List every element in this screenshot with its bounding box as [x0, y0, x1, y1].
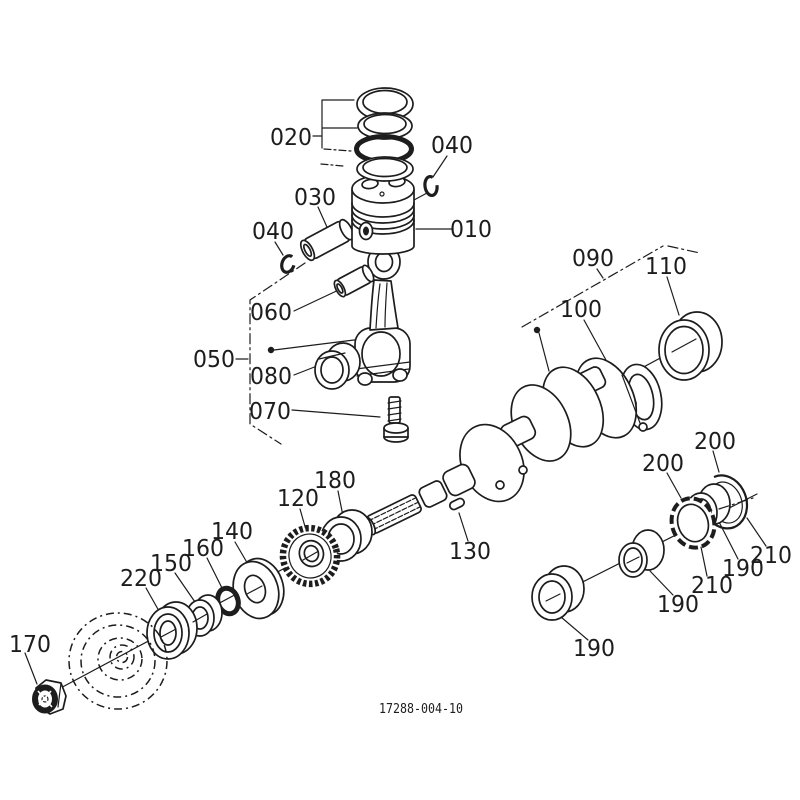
- part-label-080: 080: [250, 364, 292, 390]
- part-label-090: 090: [572, 246, 614, 272]
- overlay-leaders: [160, 332, 648, 638]
- rod-bolt: [383, 396, 409, 443]
- crankshaft: [363, 357, 663, 536]
- part-label-200-top: 200: [694, 429, 736, 455]
- part-label-210-bottom: 210: [691, 573, 733, 599]
- part-label-190-right: 190: [722, 556, 764, 582]
- part-label-200-left: 200: [642, 451, 684, 477]
- part-label-150: 150: [150, 551, 192, 577]
- part-label-020: 020: [270, 125, 312, 151]
- flanged-bearing-190: [618, 529, 665, 578]
- part-label-190-mid: 190: [657, 592, 699, 618]
- drawing-number: 17288-004-10: [379, 702, 463, 717]
- piston-pin: [299, 218, 355, 262]
- part-label-220: 220: [120, 566, 162, 592]
- piston: [351, 174, 415, 255]
- leader-lines: [24, 99, 767, 685]
- part-label-040-left: 040: [252, 219, 294, 245]
- part-label-160: 160: [182, 536, 224, 562]
- part-label-030: 030: [294, 185, 336, 211]
- part-label-210-right: 210: [750, 543, 792, 569]
- part-label-050: 050: [193, 347, 235, 373]
- part-label-040-top: 040: [431, 133, 473, 159]
- pin-circlip-left: [280, 254, 296, 274]
- thrust-bearing-group: [669, 474, 754, 550]
- part-label-180: 180: [314, 468, 356, 494]
- main-bearing-ring-110: [658, 311, 723, 381]
- piston-rings: [354, 87, 414, 182]
- part-label-070: 070: [249, 399, 291, 425]
- crank-pulley: [68, 612, 168, 710]
- part-label-190-left: 190: [573, 636, 615, 662]
- group-090-dot: [533, 326, 541, 334]
- part-label-120: 120: [277, 486, 319, 512]
- washer-140: [232, 557, 285, 620]
- part-label-110: 110: [645, 254, 687, 280]
- part-label-010: 010: [450, 217, 492, 243]
- main-bearing-190-left: [531, 565, 585, 621]
- crank-nut-170: [32, 679, 67, 715]
- part-label-130: 130: [449, 539, 491, 565]
- part-label-140: 140: [211, 519, 253, 545]
- part-label-170: 170: [9, 632, 51, 658]
- group-050-dot: [267, 346, 275, 354]
- part-label-060: 060: [250, 300, 292, 326]
- pin-circlip-right: [423, 174, 439, 198]
- crankshaft-key: [449, 497, 465, 511]
- small-end-bushing: [333, 264, 375, 298]
- rod-bearing-shell: [314, 342, 361, 390]
- part-label-100: 100: [560, 297, 602, 323]
- leader-ball-100: [638, 422, 648, 432]
